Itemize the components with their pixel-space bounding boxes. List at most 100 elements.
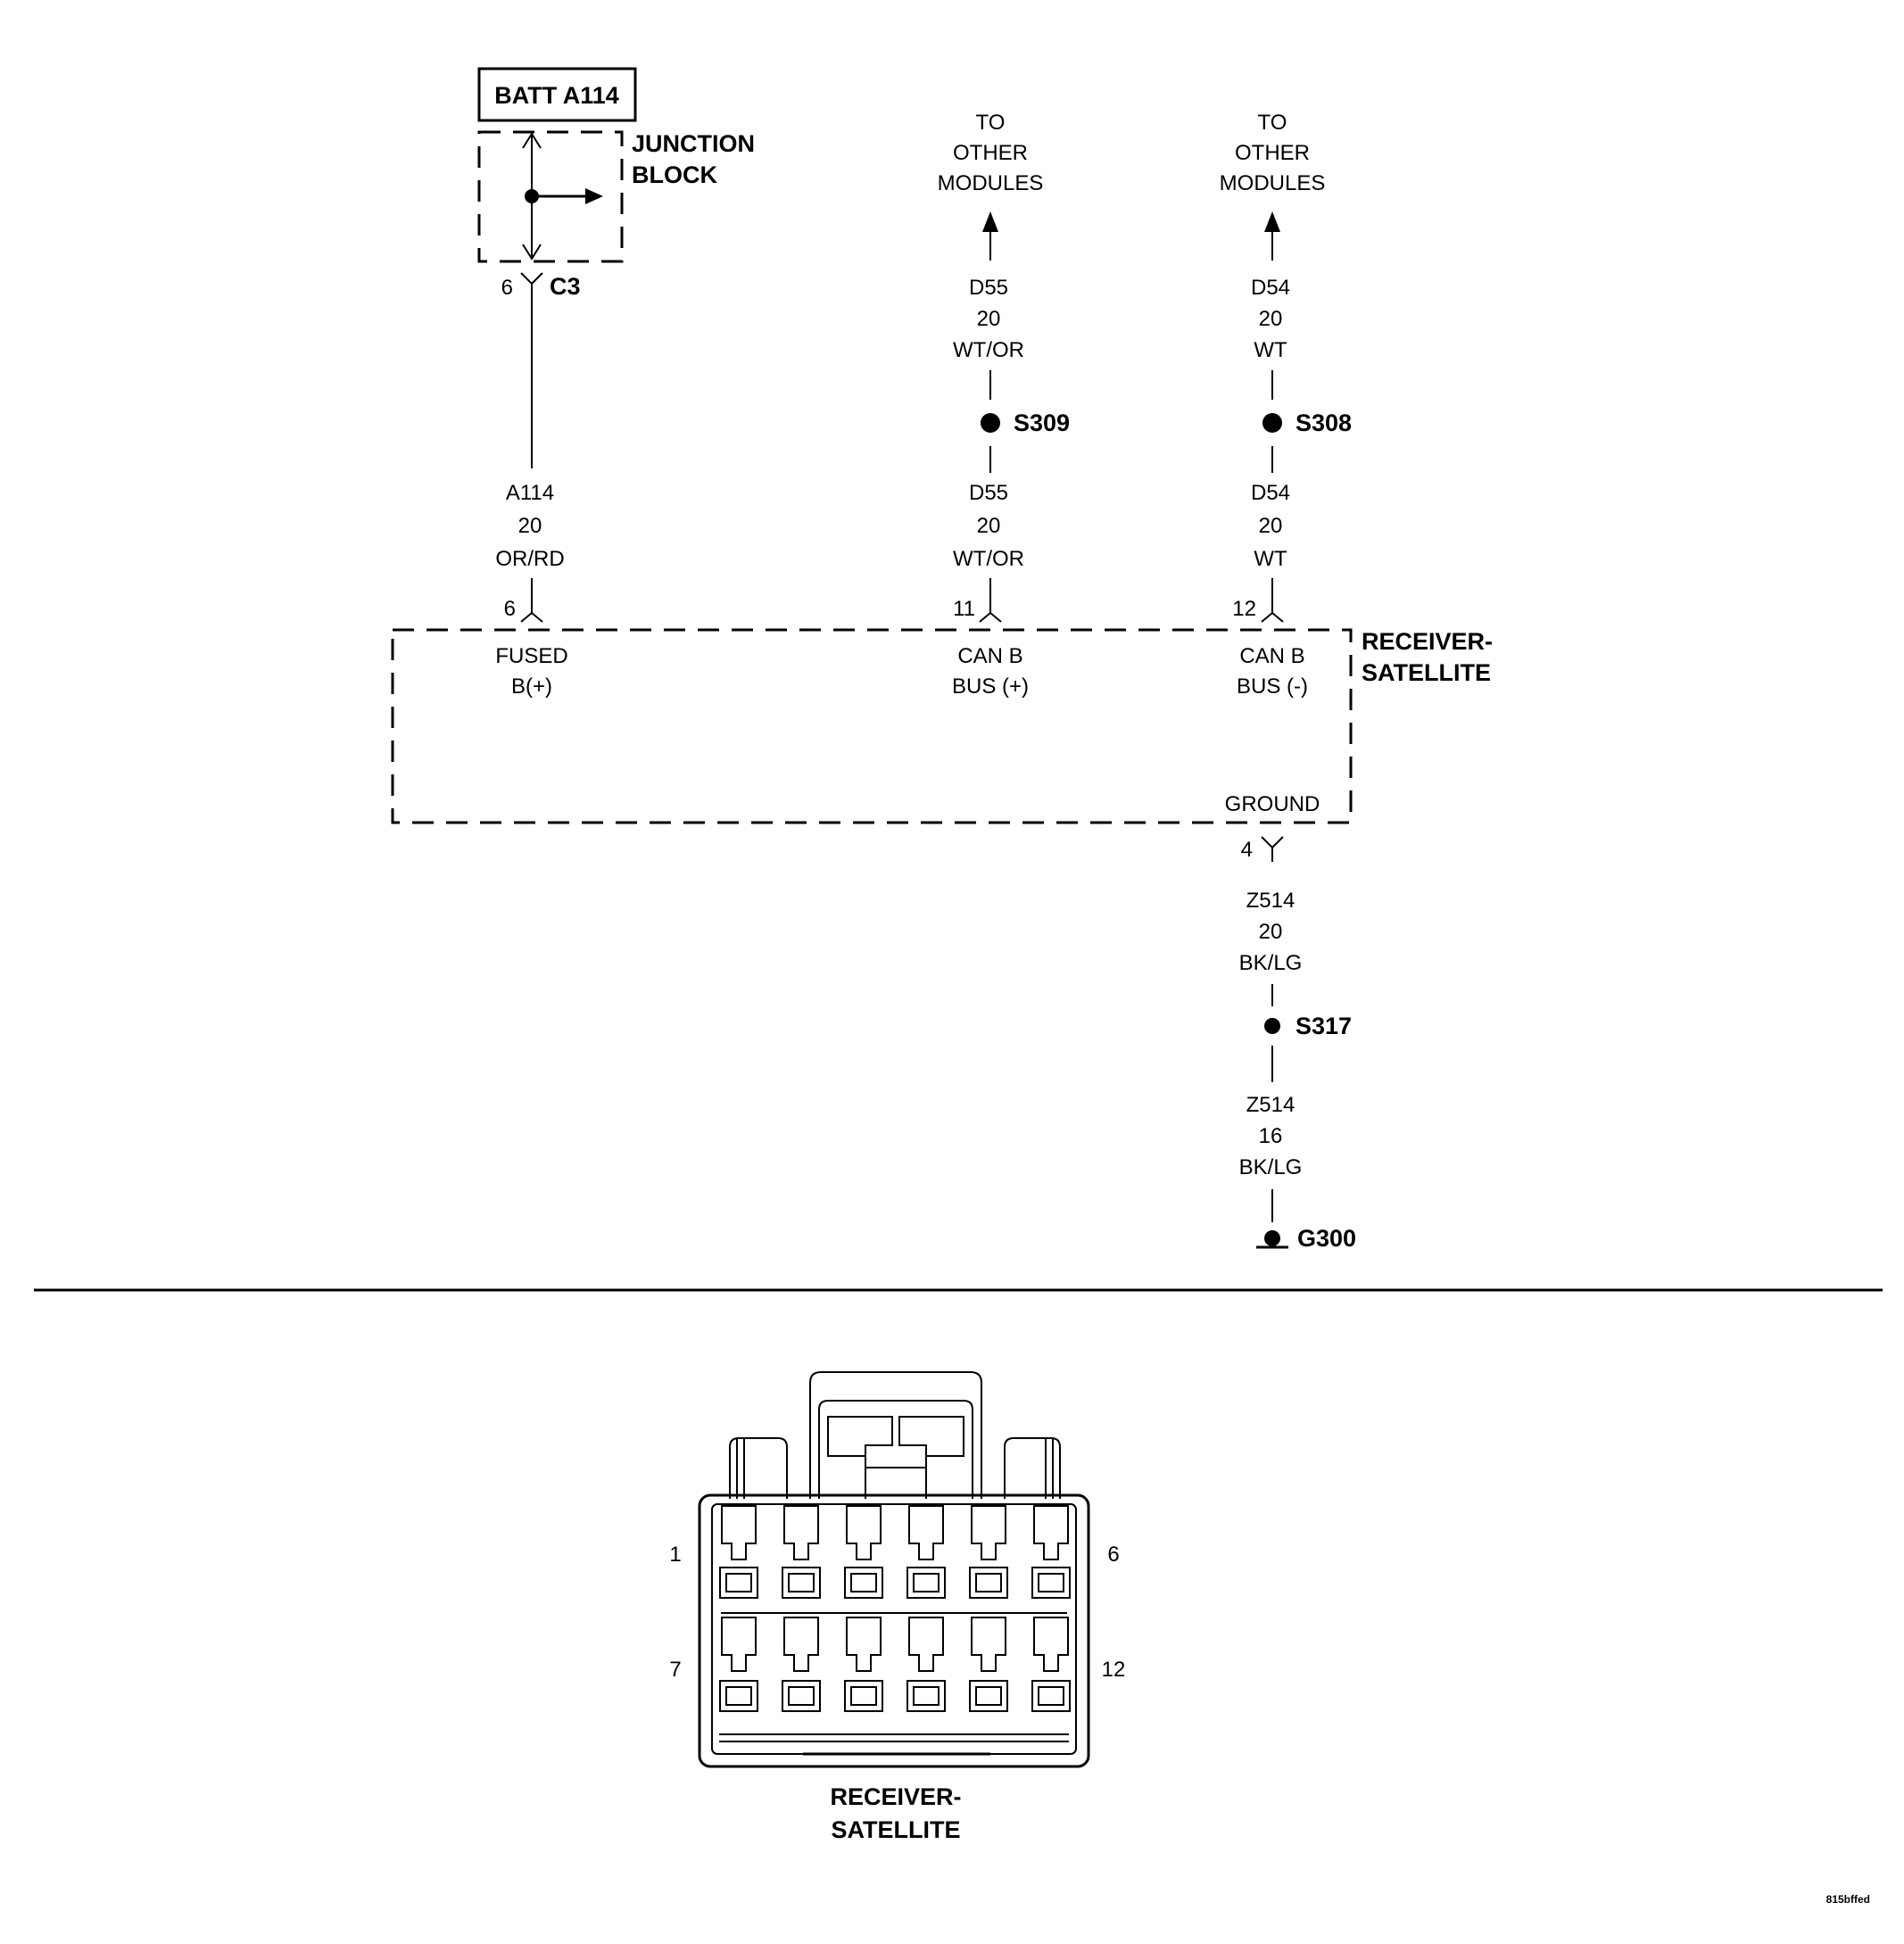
cavity-opening xyxy=(719,1567,758,1599)
can-plus-up-arrow xyxy=(982,211,998,232)
receiver-canp-line2: BUS (+) xyxy=(952,674,1029,699)
can-plus-splice-label: S309 xyxy=(1014,409,1070,436)
cavity-opening xyxy=(844,1567,883,1599)
can-plus-upper-circuit: D55 xyxy=(969,276,1008,300)
cavity-opening-inner xyxy=(850,1573,877,1592)
cavity-opening xyxy=(1031,1567,1071,1599)
image-code: 815bffed xyxy=(1826,1893,1870,1906)
connector-latch-outer xyxy=(809,1371,982,1499)
connector-view xyxy=(698,1371,1090,1768)
ground-lower-color: BK/LG xyxy=(1239,1155,1303,1179)
cavity-opening-inner xyxy=(1038,1573,1064,1592)
can-plus-lower-circuit: D55 xyxy=(969,481,1008,505)
can-minus-to-line1: TO xyxy=(1258,111,1287,135)
junction-output-arrow xyxy=(585,188,603,204)
cavity-terminal xyxy=(1033,1617,1069,1672)
connector-pin-1-label: 1 xyxy=(669,1543,681,1567)
ground-upper-color: BK/LG xyxy=(1239,951,1303,975)
connector-latch-tab-left xyxy=(827,1416,893,1457)
receiver-label-1: RECEIVER- xyxy=(1362,628,1493,655)
connector-post-right-inner xyxy=(1045,1438,1054,1499)
can-plus-to-line3: MODULES xyxy=(938,171,1044,195)
can-minus-circuit: TO OTHER MODULES D54 20 WT S308 D54 20 W… xyxy=(1220,111,1352,607)
receiver-ground-label: GROUND xyxy=(1225,792,1320,816)
can-minus-to-line3: MODULES xyxy=(1220,171,1326,195)
ground-lower-gauge: 16 xyxy=(1259,1124,1283,1148)
can-minus-splice-dot xyxy=(1262,413,1282,433)
ground-point-label: G300 xyxy=(1297,1225,1356,1252)
connector-latch-inner xyxy=(818,1400,973,1499)
cavity-opening-inner xyxy=(1038,1686,1064,1706)
connector-pin-6-label: 6 xyxy=(1107,1543,1119,1567)
cavity-opening-inner xyxy=(913,1573,940,1592)
receiver-pin-6-symbol xyxy=(520,600,543,623)
cavity-opening-inner xyxy=(975,1686,1002,1706)
cavity-opening xyxy=(906,1567,946,1599)
cavity-opening xyxy=(1031,1680,1071,1712)
ground-upper-circuit: Z514 xyxy=(1246,889,1296,913)
receiver-outline xyxy=(391,628,1353,824)
cavity-opening xyxy=(782,1567,821,1599)
junction-block-outline xyxy=(477,130,624,263)
cavity-opening xyxy=(782,1680,821,1712)
receiver-label-2: SATELLITE xyxy=(1362,659,1491,686)
connector-post-right xyxy=(1004,1437,1061,1499)
can-minus-to-line2: OTHER xyxy=(1235,141,1310,165)
can-minus-lower-color: WT xyxy=(1254,547,1287,571)
cavity-terminal xyxy=(846,1617,882,1672)
receiver-module: RECEIVER- SATELLITE 6 FUSED B(+) 11 CAN … xyxy=(391,578,1493,862)
receiver-pin-12-number: 12 xyxy=(1232,597,1256,621)
battery-box xyxy=(477,67,637,122)
can-plus-circuit: TO OTHER MODULES D55 20 WT/OR S309 D55 2… xyxy=(938,111,1070,607)
cavity-opening xyxy=(719,1680,758,1712)
cavity-terminal xyxy=(783,1617,819,1672)
cavity-terminal xyxy=(721,1505,757,1560)
connector-latch-tab-right xyxy=(898,1416,964,1457)
connector-post-left-inner xyxy=(736,1438,745,1499)
cavity-opening-inner xyxy=(788,1573,815,1592)
connector-body-inner xyxy=(711,1503,1077,1755)
cavity-opening xyxy=(844,1680,883,1712)
a114-wire: A114 20 OR/RD xyxy=(495,284,565,571)
cavity-terminal xyxy=(971,1617,1006,1672)
can-plus-upper-gauge: 20 xyxy=(977,307,1001,331)
receiver-canm-line2: BUS (-) xyxy=(1237,674,1308,699)
connector-post-left xyxy=(729,1437,788,1499)
connector-label-1: RECEIVER- xyxy=(830,1783,961,1810)
ground-circuit: Z514 20 BK/LG S317 Z514 16 BK/LG G300 xyxy=(1239,889,1356,1252)
ground-upper-gauge: 20 xyxy=(1259,920,1283,944)
can-minus-upper-circuit: D54 xyxy=(1251,276,1290,300)
cavity-opening-inner xyxy=(913,1686,940,1706)
ground-lower-circuit: Z514 xyxy=(1246,1093,1296,1117)
cavity-terminal xyxy=(1033,1505,1069,1560)
receiver-fused-line1: FUSED xyxy=(495,644,567,668)
battery-label: BATT A114 xyxy=(494,82,619,109)
cavity-opening-inner xyxy=(788,1686,815,1706)
can-plus-upper-color: WT/OR xyxy=(953,338,1024,362)
cavity-terminal xyxy=(971,1505,1006,1560)
connector-pin-12-label: 12 xyxy=(1102,1658,1126,1682)
cavity-terminal xyxy=(846,1505,882,1560)
receiver-pin-11-number: 11 xyxy=(953,597,975,621)
can-minus-up-arrow xyxy=(1264,211,1280,232)
ground-point-dot xyxy=(1264,1230,1280,1246)
can-plus-splice-dot xyxy=(981,413,1000,433)
battery-feed: BATT A114 xyxy=(477,67,637,122)
can-minus-lower-circuit: D54 xyxy=(1251,481,1290,505)
connector-pin-7-label: 7 xyxy=(669,1658,681,1682)
can-minus-lower-gauge: 20 xyxy=(1259,514,1283,538)
can-minus-upper-color: WT xyxy=(1254,338,1287,362)
cavity-terminal xyxy=(721,1617,757,1672)
receiver-canm-line1: CAN B xyxy=(1239,644,1304,668)
ground-splice-label: S317 xyxy=(1296,1013,1352,1039)
receiver-pin-12-symbol xyxy=(1261,607,1284,623)
cavity-opening xyxy=(969,1567,1008,1599)
receiver-pin-11-symbol xyxy=(979,607,1002,623)
cavity-opening xyxy=(969,1680,1008,1712)
cavity-opening-inner xyxy=(850,1686,877,1706)
a114-color: OR/RD xyxy=(495,547,564,571)
can-plus-to-line1: TO xyxy=(976,111,1006,135)
junction-bus-arrow-up xyxy=(522,132,542,149)
a114-circuit: A114 xyxy=(506,481,554,505)
